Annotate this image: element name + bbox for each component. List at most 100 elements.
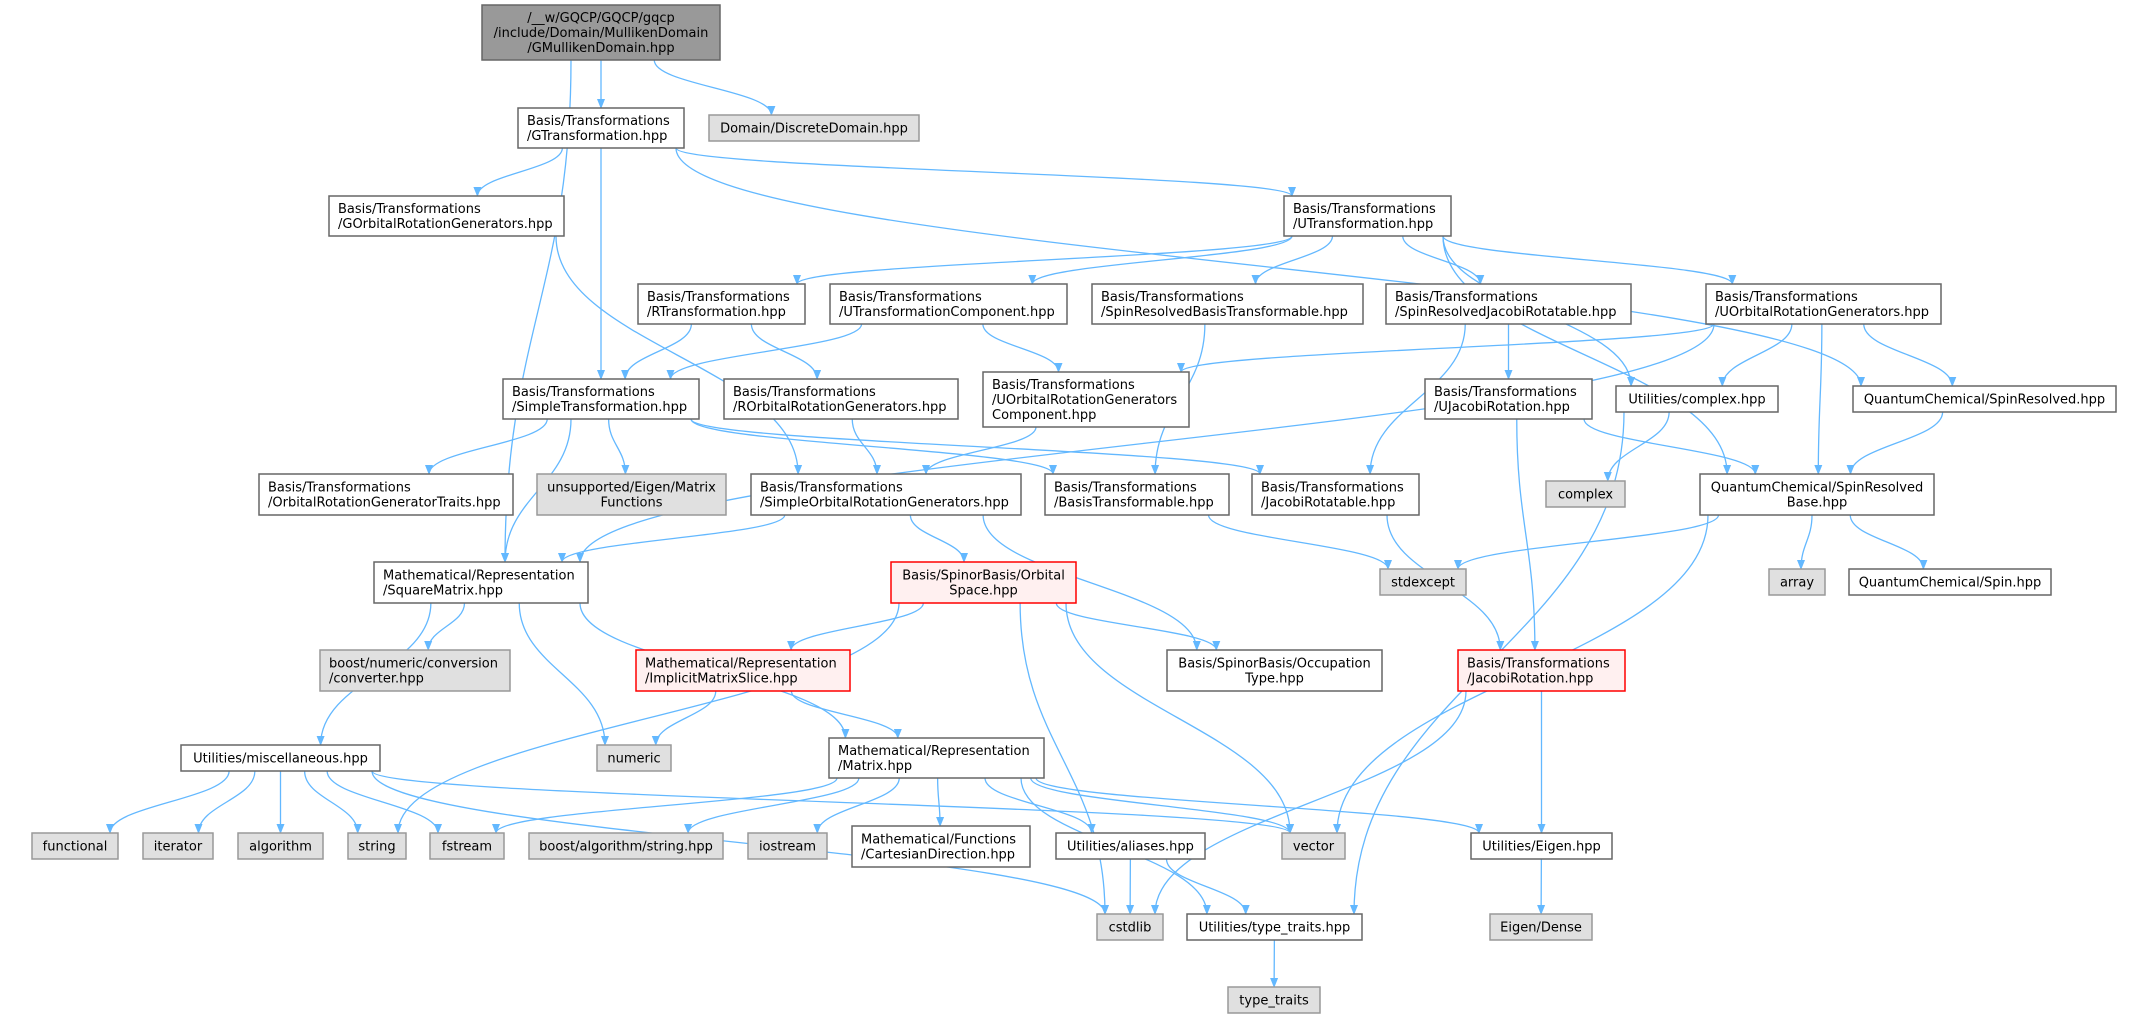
node-box [502,378,700,420]
node-label: Basis/Transformations [647,290,790,305]
node-label: /converter.hpp [329,672,424,687]
node-misc[interactable]: Utilities/miscellaneous.hpp [180,744,381,772]
edge-jacobirot-to-cstdlib [1151,690,1467,915]
edge-matrix-to-fstream [492,777,838,834]
node-boostalg[interactable]: boost/algorithm/string.hpp [528,832,724,860]
node-label: Basis/Transformations [527,114,670,129]
node-uorg[interactable]: Basis/Transformations/UOrbitalRotationGe… [1705,283,1942,325]
edge-matrix-to-cartesian [936,777,945,827]
node-box [1186,913,1363,941]
edge-simple-to-unsupported [607,418,630,475]
node-fstream[interactable]: fstream [429,832,505,860]
node-label: /SimpleOrbitalRotationGenerators.hpp [760,496,1009,511]
node-jrotatable[interactable]: Basis/Transformations/JacobiRotatable.hp… [1251,473,1420,516]
node-functional[interactable]: functional [31,832,119,860]
node-label: array [1780,576,1814,591]
node-label: Mathematical/Functions [861,833,1016,848]
edge-ujacobi-to-srbase [1583,418,1760,475]
node-btrans[interactable]: Basis/Transformations/BasisTransformable… [1044,473,1230,516]
node-box [1227,986,1321,1014]
edge-uorg-to-uorgc [1177,323,1715,373]
node-root[interactable]: /__w/GQCP/GQCP/gqcp/include/Domain/Mulli… [481,4,721,61]
node-eigendense[interactable]: Eigen/Dense [1489,913,1593,941]
node-gtrans[interactable]: Basis/Transformations/GTransformation.hp… [517,107,685,149]
edge-utrans-to-srjr [1402,235,1485,285]
node-label: Utilities/complex.hpp [1628,393,1765,408]
node-label: /ROrbitalRotationGenerators.hpp [733,400,947,415]
node-jacobirot[interactable]: Basis/Transformations/JacobiRotation.hpp [1457,649,1626,692]
node-label: functional [43,840,108,855]
node-stdexcept[interactable]: stdexcept [1379,568,1467,596]
edge-utrans-to-srbt [1251,235,1334,285]
node-complex[interactable]: complex [1545,480,1626,508]
node-simple[interactable]: Basis/Transformations/SimpleTransformati… [502,378,700,420]
edge-uorg-to-complexhpp [1718,323,1793,387]
edge-rtrans-to-simple [621,323,693,380]
node-converter[interactable]: boost/numeric/conversion/converter.hpp [319,649,511,692]
node-label: QuantumChemical/SpinResolved [1711,481,1923,496]
node-cstdlib[interactable]: cstdlib [1096,913,1164,941]
node-spin[interactable]: QuantumChemical/Spin.hpp [1848,568,2052,596]
node-label: /ImplicitMatrixSlice.hpp [645,672,798,687]
edge-gtrans-to-gorg [473,147,564,197]
node-utrans[interactable]: Basis/Transformations/UTransformation.hp… [1283,195,1452,237]
node-box [637,283,806,325]
node-rtrans[interactable]: Basis/Transformations/RTransformation.hp… [637,283,806,325]
node-label: Domain/DiscreteDomain.hpp [720,122,908,137]
node-discrete[interactable]: Domain/DiscreteDomain.hpp [708,114,920,142]
node-slice[interactable]: Mathematical/Representation/ImplicitMatr… [635,649,851,692]
edge-utcomp-to-simple [666,323,863,380]
edge-simple-to-jrotatable [690,418,1264,475]
node-box [429,832,505,860]
node-label: Mathematical/Representation [645,657,837,672]
node-box [180,744,381,772]
node-typetraits[interactable]: type_traits [1227,986,1321,1014]
node-array[interactable]: array [1768,568,1826,596]
edge-utcomp-to-uorgc [982,323,1063,373]
node-rorg[interactable]: Basis/Transformations/ROrbitalRotationGe… [723,378,959,420]
node-iostream[interactable]: iostream [747,832,828,860]
node-box [1091,283,1364,325]
node-string[interactable]: string [347,832,407,860]
node-square[interactable]: Mathematical/Representation/SquareMatrix… [373,561,589,604]
node-numeric[interactable]: numeric [596,744,672,772]
node-srjr[interactable]: Basis/Transformations/SpinResolvedJacobi… [1385,283,1632,325]
node-ujacobi[interactable]: Basis/Transformations/UJacobiRotation.hp… [1424,378,1593,420]
node-traits[interactable]: Basis/Transformations/OrbitalRotationGen… [258,473,514,516]
node-uorgc[interactable]: Basis/Transformations/UOrbitalRotationGe… [982,371,1190,428]
node-label: /include/Domain/MullikenDomain [494,26,709,41]
node-complexhpp[interactable]: Utilities/complex.hpp [1615,385,1779,413]
node-vector[interactable]: vector [1281,832,1346,860]
node-spinres[interactable]: QuantumChemical/SpinResolved.hpp [1852,385,2117,413]
node-srbt[interactable]: Basis/Transformations/SpinResolvedBasisT… [1091,283,1364,325]
node-label: /UOrbitalRotationGenerators.hpp [1715,305,1929,320]
node-gorg[interactable]: Basis/Transformations/GOrbitalRotationGe… [328,195,565,237]
node-label: QuantumChemical/Spin.hpp [1859,576,2042,591]
node-label: stdexcept [1391,576,1455,591]
node-label: Basis/Transformations [338,202,481,217]
node-label: Basis/Transformations [1395,290,1538,305]
node-utcomp[interactable]: Basis/Transformations/UTransformationCom… [829,283,1068,325]
node-algorithm[interactable]: algorithm [237,832,324,860]
node-box [1096,913,1164,941]
node-matrix[interactable]: Mathematical/Representation/Matrix.hpp [828,737,1045,779]
node-box [1251,473,1420,516]
node-iterator[interactable]: iterator [142,832,214,860]
node-cartesian[interactable]: Mathematical/Functions/CartesianDirectio… [851,825,1031,868]
node-sorg[interactable]: Basis/Transformations/SimpleOrbitalRotat… [750,473,1022,516]
edge-spinres-to-srbase [1846,411,1944,475]
node-label: Basis/Transformations [733,385,876,400]
edge-misc-to-vector [371,770,1294,834]
edge-matrix-to-aliases [984,777,1096,834]
node-typetraitshpp[interactable]: Utilities/type_traits.hpp [1186,913,1363,941]
node-eigenhpp[interactable]: Utilities/Eigen.hpp [1470,832,1613,860]
node-aliases[interactable]: Utilities/aliases.hpp [1055,832,1206,860]
node-label: Mathematical/Representation [383,569,575,584]
node-label: /JacobiRotatable.hpp [1261,496,1395,511]
edge-utrans-to-rtrans [793,235,1293,285]
node-box [328,195,565,237]
